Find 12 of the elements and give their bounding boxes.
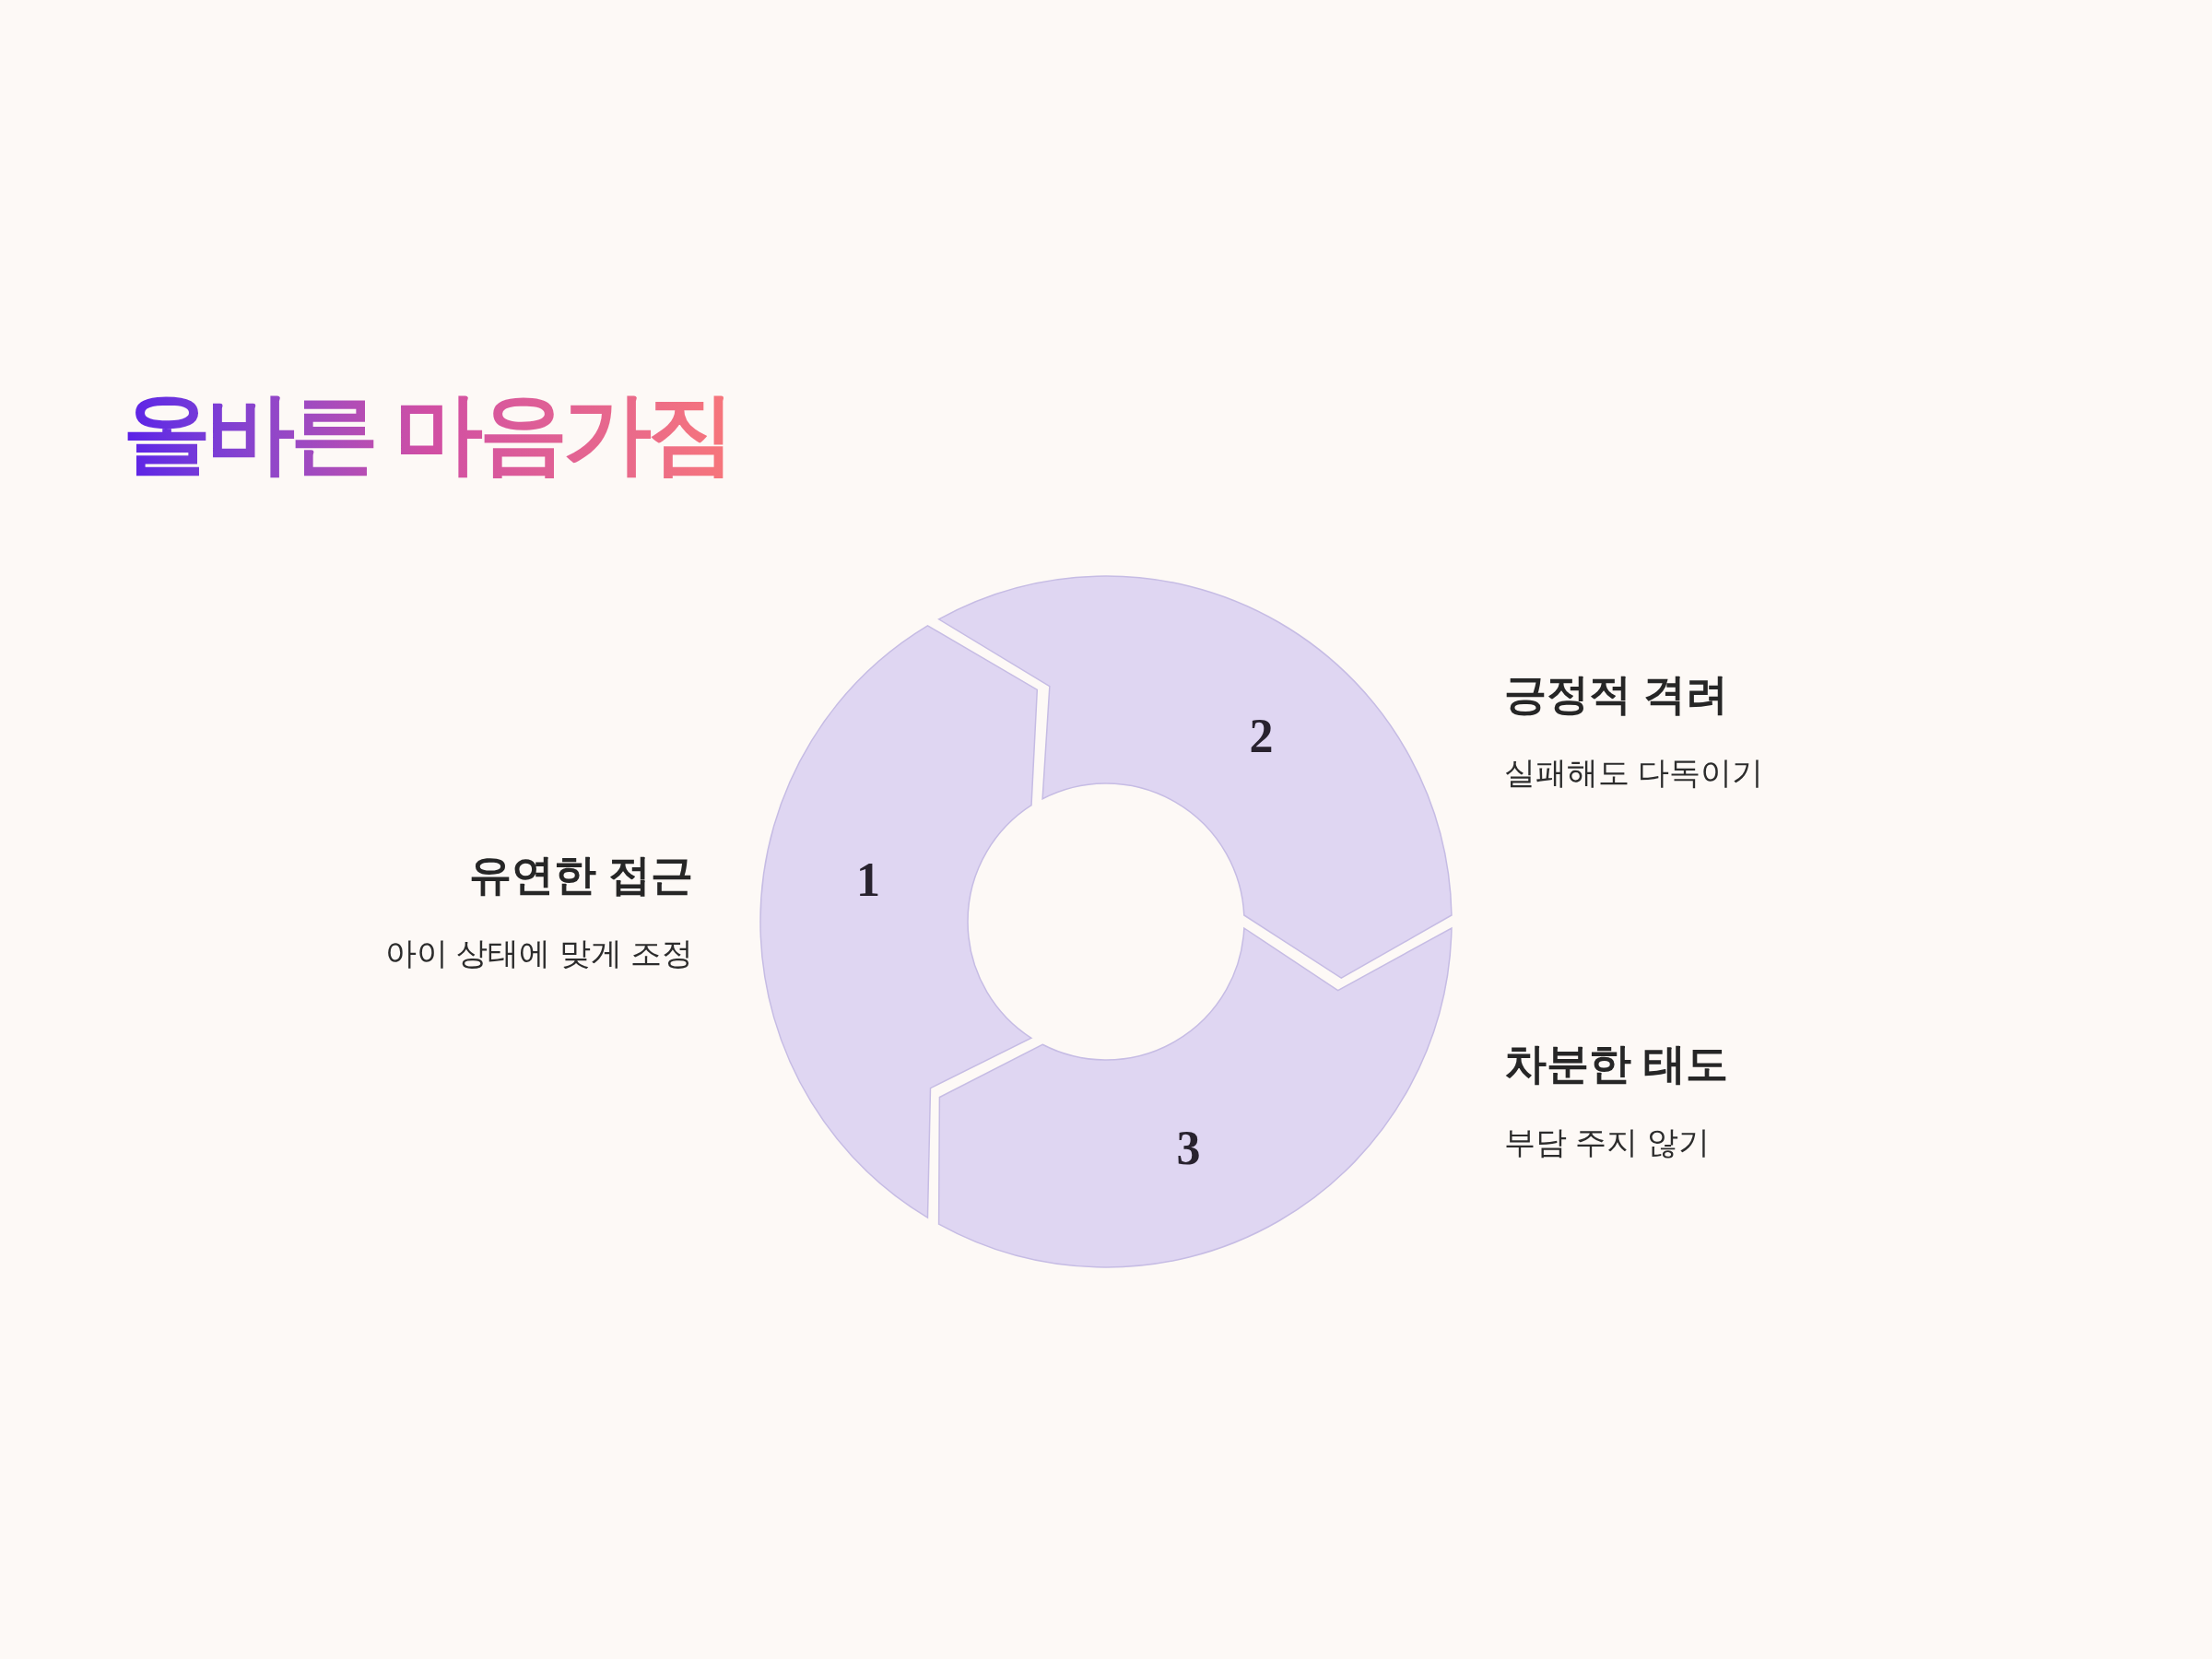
arrow-segment (936, 925, 1453, 1269)
step-number: 2 (1249, 712, 1274, 761)
step-description: 아이 상태에 맞게 조정 (384, 935, 693, 972)
step-heading: 유연한 접근 (469, 850, 693, 900)
step-heading: 차분한 태도 (1504, 1039, 1728, 1089)
step-heading: 긍정적 격려 (1504, 669, 1728, 720)
step-description: 부담 주지 않기 (1504, 1124, 1710, 1161)
step-number: 3 (1176, 1124, 1201, 1173)
step-description: 실패해도 다독이기 (1504, 754, 1764, 792)
step-number: 1 (855, 855, 880, 904)
arrow-segment (759, 623, 1040, 1220)
arrow-segment (936, 574, 1453, 981)
